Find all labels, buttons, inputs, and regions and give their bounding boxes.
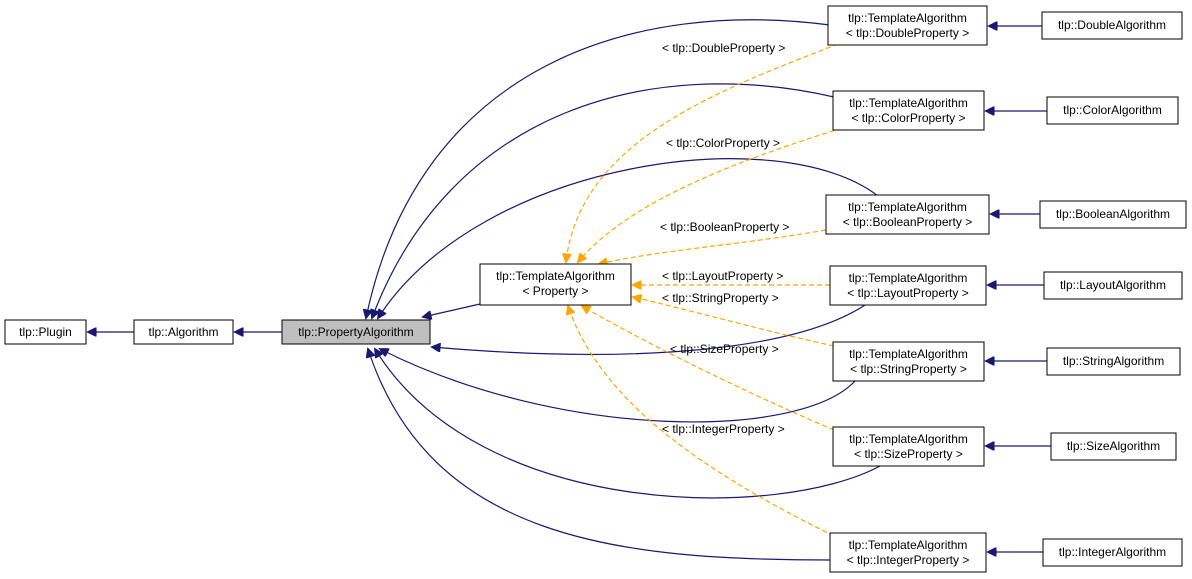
node-label: < Property >	[522, 284, 588, 298]
node-box	[832, 341, 985, 382]
inheritance-edges	[88, 19, 1051, 561]
edge-label-string: < tlp::StringProperty >	[662, 291, 779, 305]
edge-template-boolean	[599, 229, 827, 264]
node-template-integer[interactable]: tlp::TemplateAlgorithm < tlp::IntegerPro…	[829, 532, 987, 573]
node-label: tlp::TemplateAlgorithm	[849, 347, 968, 361]
node-template-double[interactable]: tlp::TemplateAlgorithm < tlp::DoubleProp…	[827, 5, 988, 46]
node-template-property[interactable]: tlp::TemplateAlgorithm < Property >	[479, 263, 632, 306]
edge-template-color	[578, 127, 843, 262]
node-template-string[interactable]: tlp::TemplateAlgorithm < tlp::StringProp…	[832, 341, 985, 382]
edge-labels: < tlp::DoubleProperty > < tlp::ColorProp…	[660, 41, 789, 436]
node-label: tlp::TemplateAlgorithm	[849, 432, 968, 446]
node-box	[829, 265, 987, 306]
node-label: < tlp::ColorProperty >	[851, 111, 965, 125]
edge-template-integer-to-property-algorithm	[368, 349, 831, 561]
node-label: tlp::BooleanAlgorithm	[1056, 207, 1170, 221]
node-label: tlp::PropertyAlgorithm	[298, 325, 413, 339]
edge-template-boolean-to-property-algorithm	[378, 158, 879, 318]
node-label: tlp::DoubleAlgorithm	[1058, 18, 1166, 32]
node-label: tlp::TemplateAlgorithm	[849, 96, 968, 110]
node-label: tlp::TemplateAlgorithm	[848, 200, 967, 214]
node-algorithm[interactable]: tlp::Algorithm	[133, 319, 234, 345]
node-box	[832, 426, 985, 467]
node-label: tlp::Algorithm	[148, 325, 218, 339]
edge-template-size	[582, 306, 835, 431]
edge-template-property-to-property-algorithm	[423, 303, 481, 317]
node-label: tlp::IntegerAlgorithm	[1059, 545, 1166, 559]
node-label: < tlp::IntegerProperty >	[847, 553, 970, 567]
node-box	[1046, 96, 1179, 125]
node-label: tlp::StringAlgorithm	[1063, 354, 1164, 368]
edge-label-integer: < tlp::IntegerProperty >	[662, 422, 785, 436]
node-plugin[interactable]: tlp::Plugin	[4, 319, 87, 345]
node-box	[133, 319, 234, 345]
node-property-algorithm[interactable]: tlp::PropertyAlgorithm	[281, 319, 431, 345]
node-box	[1042, 538, 1183, 567]
node-label: < tlp::LayoutProperty >	[847, 286, 968, 300]
template-edges	[566, 43, 843, 537]
node-color-algorithm[interactable]: tlp::ColorAlgorithm	[1046, 96, 1179, 125]
node-label: tlp::Plugin	[19, 325, 72, 339]
node-boolean-algorithm[interactable]: tlp::BooleanAlgorithm	[1039, 200, 1187, 229]
node-box	[4, 319, 87, 345]
node-box	[825, 194, 990, 235]
edge-template-string	[633, 297, 835, 347]
edge-label-boolean: < tlp::BooleanProperty >	[660, 220, 789, 234]
node-label: tlp::TemplateAlgorithm	[849, 538, 968, 552]
node-template-color[interactable]: tlp::TemplateAlgorithm < tlp::ColorPrope…	[832, 90, 985, 131]
node-layout-algorithm[interactable]: tlp::LayoutAlgorithm	[1043, 271, 1183, 300]
node-template-size[interactable]: tlp::TemplateAlgorithm < tlp::SizeProper…	[832, 426, 985, 467]
node-template-layout[interactable]: tlp::TemplateAlgorithm < tlp::LayoutProp…	[829, 265, 987, 306]
node-box	[281, 319, 431, 345]
node-label: < tlp::BooleanProperty >	[843, 215, 972, 229]
edge-label-double: < tlp::DoubleProperty >	[662, 41, 785, 55]
node-double-algorithm[interactable]: tlp::DoubleAlgorithm	[1041, 11, 1183, 40]
node-box	[479, 263, 632, 306]
node-label: tlp::ColorAlgorithm	[1063, 103, 1162, 117]
node-template-boolean[interactable]: tlp::TemplateAlgorithm < tlp::BooleanPro…	[825, 194, 990, 235]
node-integer-algorithm[interactable]: tlp::IntegerAlgorithm	[1042, 538, 1183, 567]
node-box	[832, 90, 985, 131]
edge-template-double	[566, 43, 839, 262]
node-box	[1041, 11, 1183, 40]
edge-label-color: < tlp::ColorProperty >	[666, 136, 780, 150]
edge-label-layout: < tlp::LayoutProperty >	[662, 269, 783, 283]
node-label: < tlp::SizeProperty >	[854, 447, 963, 461]
node-box	[827, 5, 988, 46]
node-size-algorithm[interactable]: tlp::SizeAlgorithm	[1050, 432, 1177, 461]
node-label: tlp::TemplateAlgorithm	[849, 271, 968, 285]
node-box	[1039, 200, 1187, 229]
edge-template-integer	[568, 306, 835, 537]
node-label: tlp::LayoutAlgorithm	[1060, 278, 1166, 292]
node-string-algorithm[interactable]: tlp::StringAlgorithm	[1046, 347, 1181, 376]
edge-label-size: < tlp::SizeProperty >	[670, 342, 779, 356]
edge-template-double-to-property-algorithm	[366, 19, 831, 318]
node-label: < tlp::DoubleProperty >	[846, 26, 969, 40]
node-box	[1043, 271, 1183, 300]
edge-template-color-to-property-algorithm	[372, 83, 835, 318]
edge-template-string-to-property-algorithm	[380, 349, 856, 423]
node-box	[1046, 347, 1181, 376]
node-label: < tlp::StringProperty >	[850, 362, 967, 376]
node-box	[829, 532, 987, 573]
nodes: tlp::Plugin tlp::Algorithm tlp::Property…	[4, 5, 1187, 573]
node-box	[1050, 432, 1177, 461]
edge-template-layout-to-property-algorithm	[432, 302, 869, 355]
node-label: tlp::TemplateAlgorithm	[496, 269, 615, 283]
node-label: tlp::TemplateAlgorithm	[848, 11, 967, 25]
node-label: tlp::SizeAlgorithm	[1067, 439, 1160, 453]
edge-template-size-to-property-algorithm	[375, 349, 881, 499]
